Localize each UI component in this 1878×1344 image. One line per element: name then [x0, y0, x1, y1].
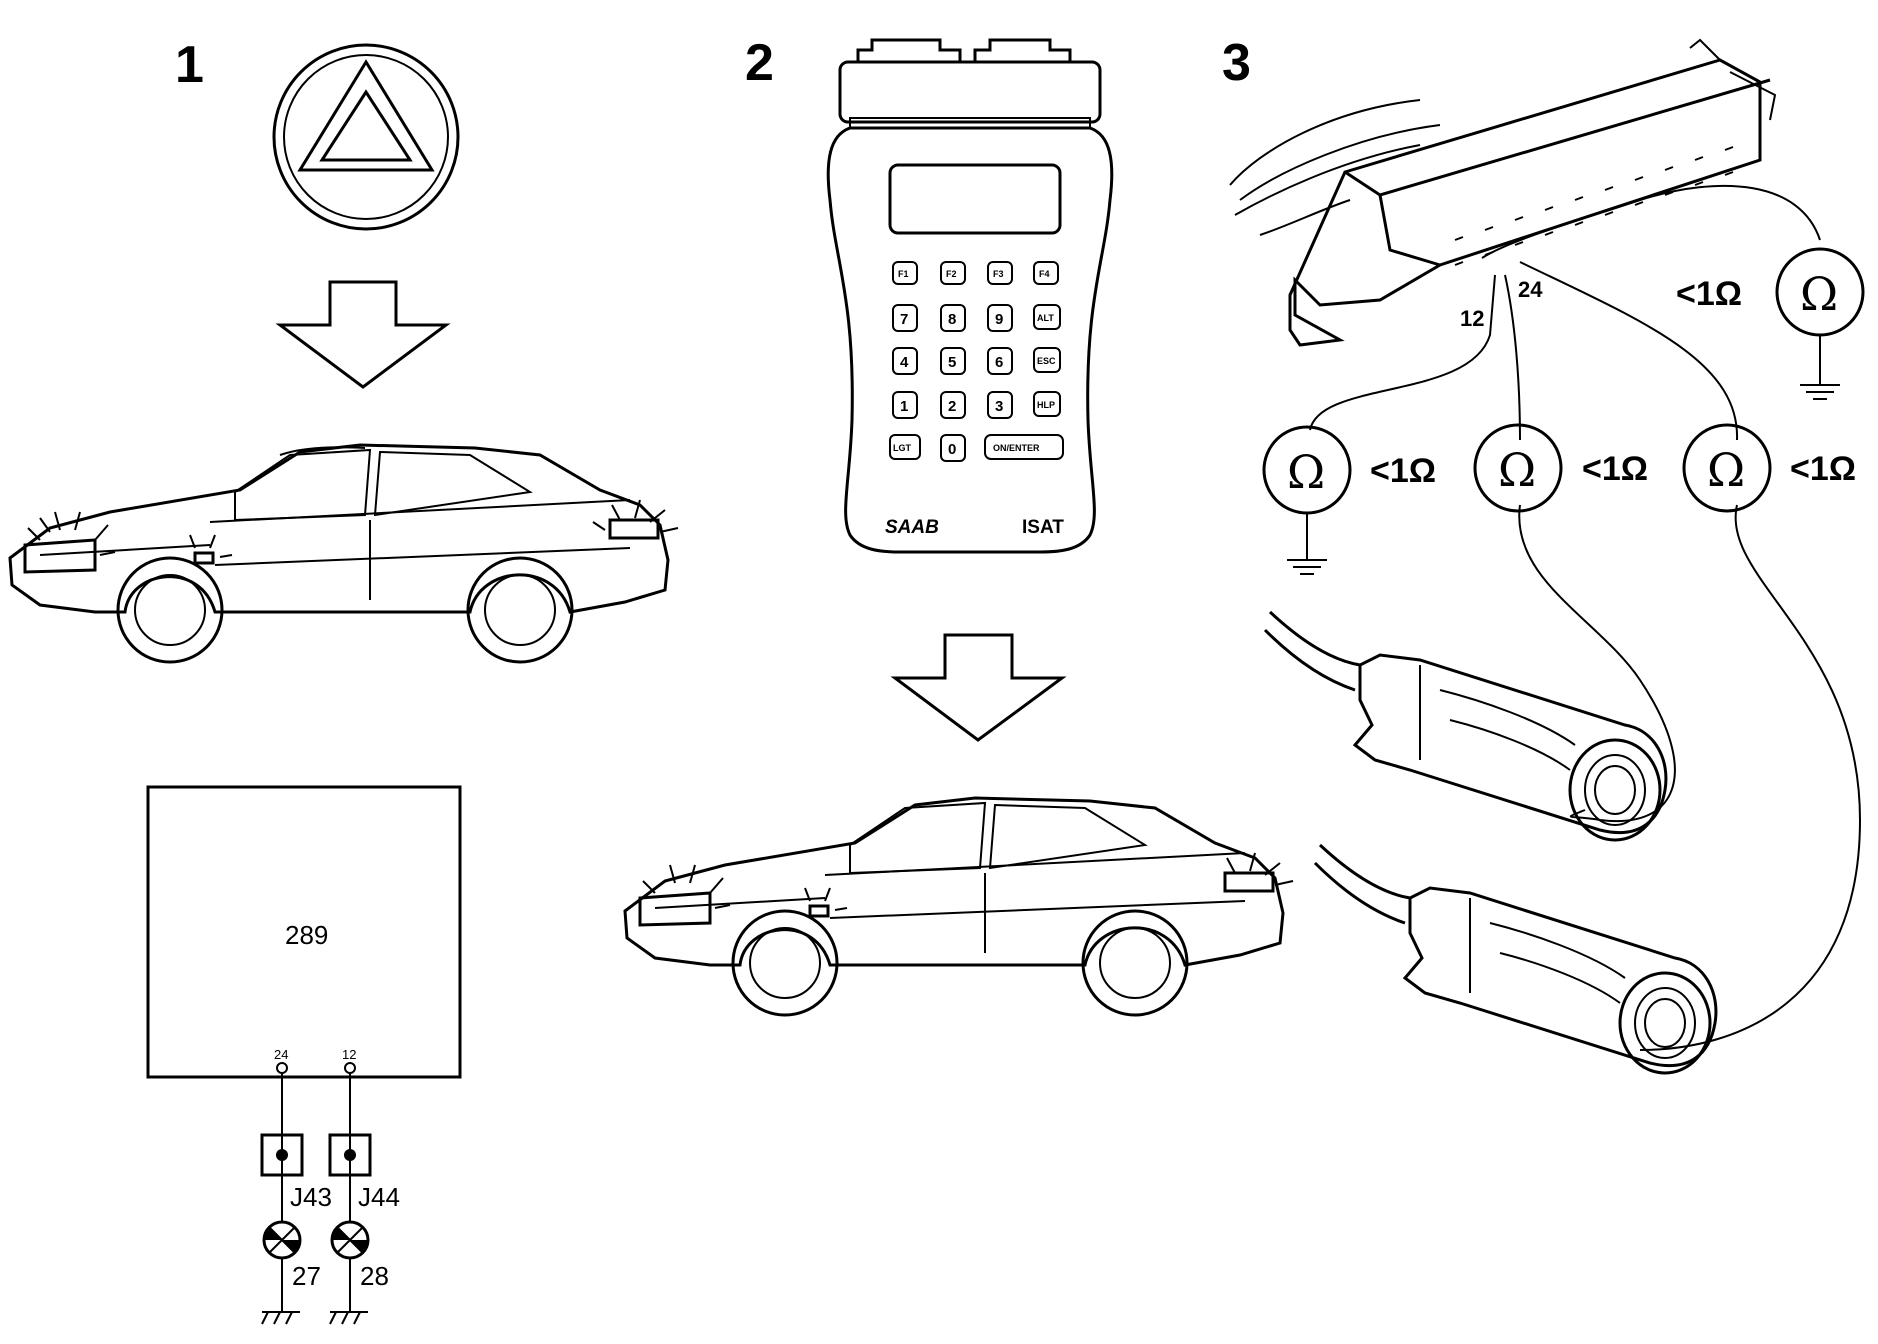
ground-icon — [329, 1311, 368, 1325]
module-pin-12: 12 — [342, 1047, 356, 1062]
svg-text:Ω: Ω — [1707, 443, 1745, 497]
key-esc — [1033, 347, 1061, 373]
ohmmeter-icon-middle: Ω — [1473, 423, 1563, 513]
svg-text:0: 0 — [948, 441, 956, 458]
step-3-label: 3 — [1222, 34, 1251, 92]
svg-text:5: 5 — [948, 354, 956, 371]
scan-tool-keypad: F1 F2 F3 F4 7 8 9 ALT 4 5 6 ESC 1 2 3 HL… — [889, 261, 1064, 462]
svg-text:F2: F2 — [946, 269, 957, 279]
scan-tool-model: ISAT — [1022, 517, 1064, 538]
svg-text:F3: F3 — [993, 269, 1004, 279]
lamp-28-icon — [330, 1220, 370, 1260]
resistance-reading-middle: <1Ω — [1582, 450, 1648, 488]
key-f3 — [987, 261, 1013, 285]
svg-text:F4: F4 — [1039, 269, 1050, 279]
hazard-button-icon — [272, 43, 460, 231]
svg-text:ON/ENTER: ON/ENTER — [993, 443, 1040, 453]
car-illustration-1 — [8, 443, 679, 664]
key-0 — [940, 434, 966, 462]
svg-text:9: 9 — [995, 311, 1003, 328]
key-6 — [987, 347, 1013, 375]
svg-text:Ω: Ω — [1287, 445, 1325, 499]
wheel-sensor-icon — [1263, 610, 1668, 842]
svg-text:4: 4 — [900, 354, 909, 371]
key-hlp — [1033, 391, 1061, 417]
key-f1 — [892, 261, 918, 285]
key-on-enter — [984, 434, 1064, 460]
svg-text:Ω: Ω — [1800, 267, 1838, 321]
key-alt — [1033, 304, 1061, 330]
connector-j43-label: J43 — [290, 1182, 332, 1212]
key-2 — [940, 391, 966, 419]
connector-j43-icon — [260, 1133, 304, 1177]
svg-text:7: 7 — [900, 311, 908, 328]
arrow-down-icon — [890, 633, 1067, 742]
key-4 — [892, 347, 918, 375]
step-1-label: 1 — [175, 36, 204, 94]
key-f4 — [1033, 261, 1059, 285]
lamp-27-label: 27 — [292, 1261, 321, 1291]
control-module-box — [146, 785, 462, 1079]
module-pin-24: 24 — [274, 1047, 288, 1062]
key-8 — [940, 304, 966, 332]
key-5 — [940, 347, 966, 375]
key-7 — [892, 304, 918, 332]
svg-text:8: 8 — [948, 311, 956, 328]
key-1 — [892, 391, 918, 419]
lamp-28-label: 28 — [360, 1261, 389, 1291]
svg-text:ESC: ESC — [1037, 356, 1056, 366]
resistance-reading-top: <1Ω — [1676, 275, 1742, 313]
key-9 — [987, 304, 1013, 332]
connector-j44-icon — [328, 1133, 372, 1177]
ohmmeter-icon-right: Ω — [1682, 423, 1772, 513]
connector-j44-label: J44 — [358, 1182, 400, 1212]
ohmmeter-icon-left: Ω — [1262, 425, 1352, 575]
svg-text:2: 2 — [948, 398, 956, 415]
module-number: 289 — [285, 920, 328, 950]
harness-connector — [1229, 38, 1777, 347]
lamp-27-icon — [262, 1220, 302, 1260]
arrow-down-icon — [275, 280, 451, 389]
svg-text:Ω: Ω — [1498, 443, 1536, 497]
scan-tool-isat — [826, 38, 1114, 554]
key-f2 — [940, 261, 966, 285]
svg-text:3: 3 — [995, 398, 1003, 415]
svg-text:HLP: HLP — [1037, 400, 1055, 410]
ohmmeter-icon-top: Ω — [1775, 247, 1865, 400]
resistance-reading-right: <1Ω — [1790, 450, 1856, 488]
svg-text:LGT: LGT — [893, 443, 911, 453]
resistance-reading-left: <1Ω — [1370, 452, 1436, 490]
scan-tool-brand: SAAB — [885, 517, 939, 538]
wheel-sensor-icon — [1313, 843, 1718, 1075]
pin-terminal — [276, 1062, 288, 1074]
svg-text:F1: F1 — [898, 269, 909, 279]
step-2-label: 2 — [745, 34, 774, 92]
key-3 — [987, 391, 1013, 419]
connector-pin-12-label: 12 — [1460, 306, 1484, 331]
svg-text:ALT: ALT — [1037, 313, 1054, 323]
pin-terminal — [344, 1062, 356, 1074]
svg-text:6: 6 — [995, 354, 1003, 371]
connector-pin-24-label: 24 — [1518, 277, 1543, 302]
key-lgt — [889, 434, 921, 460]
svg-text:1: 1 — [900, 398, 908, 415]
car-illustration-2 — [623, 796, 1294, 1017]
ground-icon — [261, 1311, 300, 1325]
